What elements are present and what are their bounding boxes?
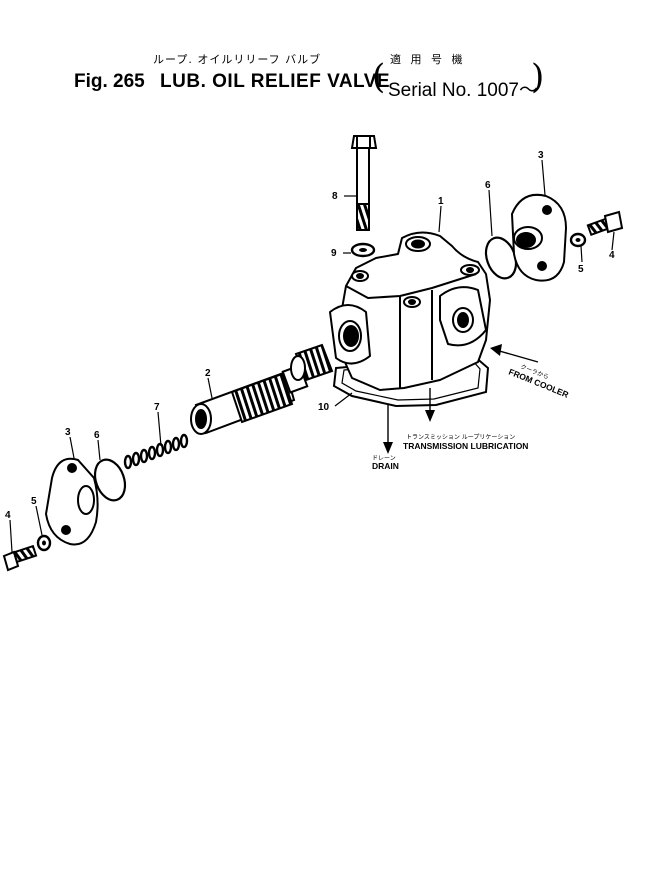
callout-3-left: 3: [65, 427, 71, 438]
callout-2: 2: [205, 368, 211, 379]
callout-4-left: 4: [5, 510, 11, 521]
spring: [123, 433, 189, 470]
callout-9: 9: [331, 248, 337, 259]
o-ring-left: [93, 458, 127, 502]
leader-1: [438, 205, 442, 233]
callout-3-top: 3: [538, 150, 544, 161]
callout-10: 10: [318, 402, 330, 413]
leader-3-left: [69, 436, 75, 459]
callout-6-top: 6: [485, 180, 491, 191]
figure-number: Fig. 265: [74, 71, 145, 92]
leader-3-top: [541, 159, 546, 196]
bolt-left: [2, 544, 38, 572]
japanese-title: ループ. オイルリリーフ バルブ: [153, 53, 322, 66]
figure-name: LUB. OIL RELIEF VALVE: [160, 71, 391, 92]
cover-right: [510, 193, 568, 282]
leader-10: [334, 392, 353, 407]
drain-arrow: [383, 405, 393, 454]
serial-number: Serial No. 1007～: [388, 80, 538, 101]
washer-top: [350, 242, 376, 258]
leader-6-top: [488, 189, 493, 237]
callout-1: 1: [438, 196, 444, 207]
callout-5-right: 5: [578, 264, 584, 275]
transmission-label: TRANSMISSION LUBRICATION: [403, 441, 528, 451]
leader-5-right: [580, 245, 583, 263]
serial-paren-open: (: [372, 57, 386, 97]
serial-paren-close: ): [531, 57, 545, 97]
bolt-right: [586, 210, 624, 237]
leader-4-left: [9, 519, 13, 553]
callout-6-left: 6: [94, 430, 100, 441]
japanese-serial-label: 適 用 号 機: [390, 53, 466, 66]
drain-label: DRAIN: [372, 461, 399, 471]
leader-5-left: [35, 505, 43, 536]
transmission-arrow: [425, 388, 435, 422]
bolt-long: [350, 135, 378, 231]
cover-left: [44, 457, 99, 546]
callout-5-left: 5: [31, 496, 37, 507]
transmission-label-jp: トランスミッション ループリケーション: [406, 434, 515, 441]
leader-2: [207, 377, 213, 399]
drain-label-jp: ドレーン: [372, 455, 396, 462]
relief-valve-plunger: [190, 343, 334, 435]
leader-4-right: [611, 231, 615, 251]
from-cooler-arrow: [490, 344, 539, 363]
leader-7: [157, 411, 162, 447]
figure-title: Fig. 265 LUB. OIL RELIEF VALVE: [74, 71, 390, 93]
leader-6-left: [97, 439, 101, 461]
valve-body: [329, 231, 491, 391]
callout-4-right: 4: [609, 250, 615, 261]
callout-7: 7: [154, 402, 160, 413]
callout-8: 8: [332, 191, 338, 202]
